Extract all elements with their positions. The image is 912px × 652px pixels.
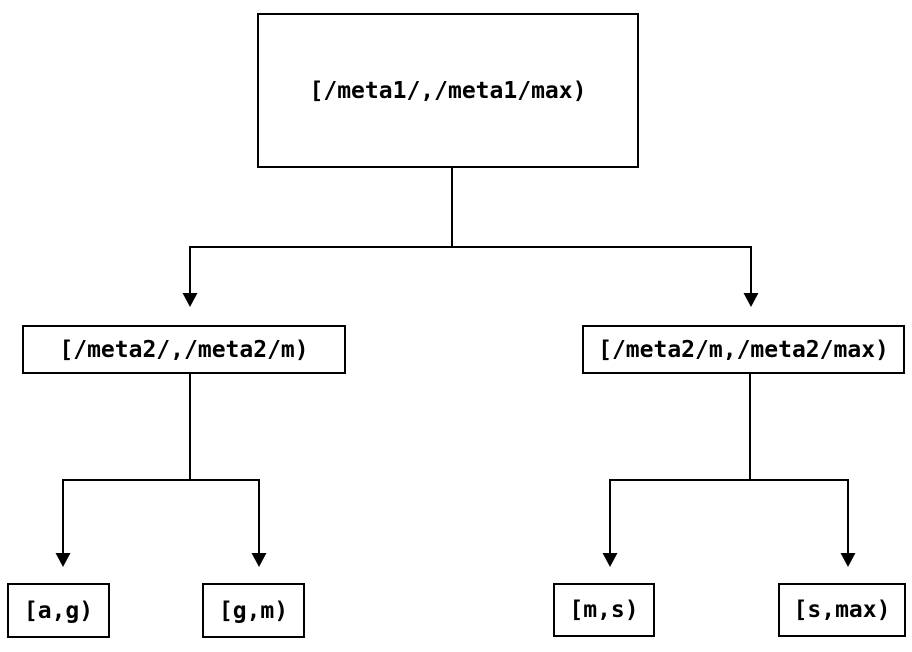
edge-root-to-children xyxy=(182,168,759,307)
tree-node-leaf-smax-label: [s,max) xyxy=(793,597,891,623)
tree-node-left-child-label: [/meta2/,/meta2/m) xyxy=(59,336,309,363)
tree-node-leaf-ag-label: [a,g) xyxy=(23,597,94,624)
tree-node-root-label: [/meta1/,/meta1/max) xyxy=(309,77,587,104)
edge-right-child-to-leaves xyxy=(602,374,856,567)
tree-node-root: [/meta1/,/meta1/max) xyxy=(257,13,639,168)
tree-node-leaf-gm: [g,m) xyxy=(202,583,305,638)
arrowhead-down-icon xyxy=(55,553,71,567)
edge-left-child-to-leaves xyxy=(55,374,267,567)
arrowhead-down-icon xyxy=(251,553,267,567)
arrowhead-down-icon xyxy=(840,553,856,567)
tree-node-right-child: [/meta2/m,/meta2/max) xyxy=(582,325,905,374)
tree-node-leaf-ms-label: [m,s) xyxy=(569,597,639,623)
arrowhead-down-icon xyxy=(182,293,198,307)
tree-node-leaf-gm-label: [g,m) xyxy=(218,597,289,624)
tree-node-leaf-ms: [m,s) xyxy=(553,583,655,637)
tree-node-right-child-label: [/meta2/m,/meta2/max) xyxy=(598,336,889,363)
arrowhead-down-icon xyxy=(602,553,618,567)
tree-node-leaf-ag: [a,g) xyxy=(7,583,110,638)
tree-node-left-child: [/meta2/,/meta2/m) xyxy=(22,325,346,374)
arrowhead-down-icon xyxy=(743,293,759,307)
tree-node-leaf-smax: [s,max) xyxy=(778,583,906,637)
